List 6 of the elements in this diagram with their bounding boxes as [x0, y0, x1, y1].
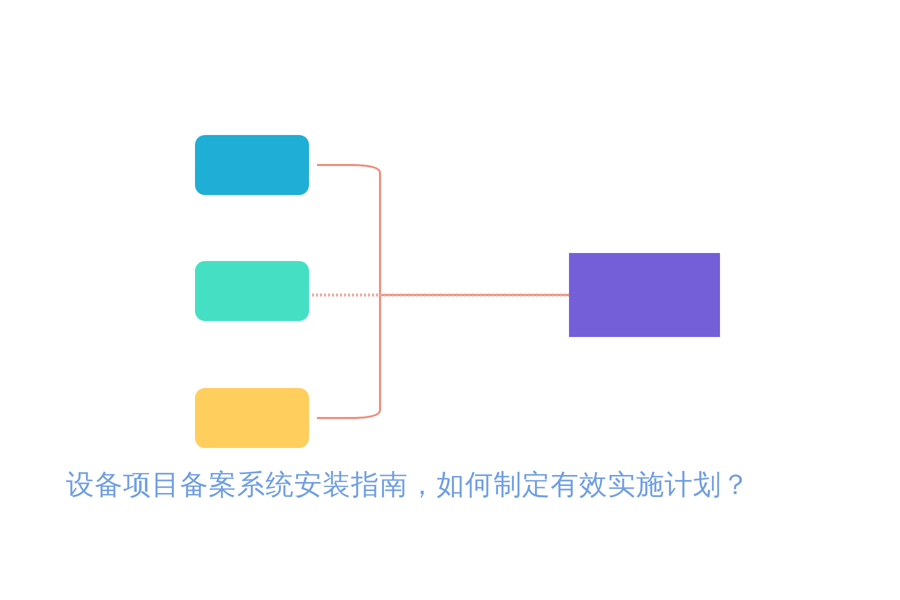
box [569, 253, 720, 337]
box [195, 388, 309, 448]
box [195, 261, 309, 321]
dotted-connector [312, 294, 569, 296]
diagram-title: 设备项目备案系统安装指南，如何制定有效实施计划？ [66, 467, 750, 503]
box [195, 135, 309, 195]
